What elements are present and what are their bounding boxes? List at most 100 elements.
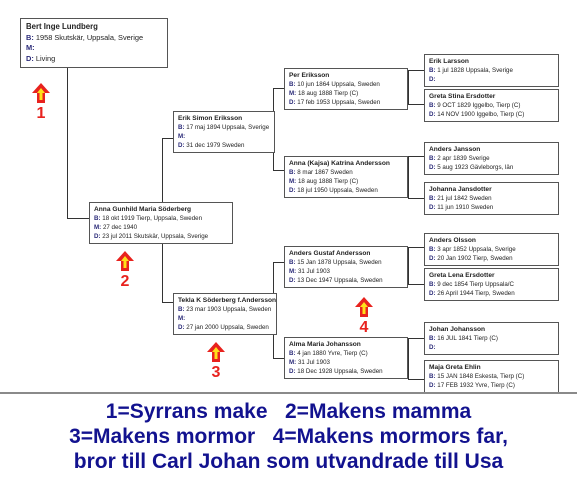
marriage-label: M: <box>178 133 186 140</box>
person-name: Anders Olsson <box>429 237 476 244</box>
birth-label: B: <box>429 195 436 202</box>
birth-value: 4 jan 1880 Yvre, Tierp (C) <box>297 350 368 357</box>
legend-line-3: bror till Carl Johan som utvandrade till… <box>73 450 504 473</box>
person-box-anna-kajsa-katrina-andersson[interactable]: Anna (Kajsa) Katrina Andersson B: 8 mar … <box>284 156 408 198</box>
person-name: Alma Maria Johansson <box>289 341 361 348</box>
death-label: D: <box>429 290 436 297</box>
birth-value: 15 Jan 1878 Uppsala, Sweden <box>297 259 382 266</box>
arrow-up-icon <box>207 342 225 362</box>
marriage-label: M: <box>26 43 35 52</box>
person-box-per-eriksson[interactable]: Per Eriksson B: 10 jun 1864 Uppsala, Swe… <box>284 68 408 110</box>
person-name: Johan Johansson <box>429 326 486 333</box>
connector <box>408 156 409 198</box>
marriage-value: 31 Jul 1903 <box>297 268 330 275</box>
connector <box>408 198 424 199</box>
person-name: Greta Stina Ersdotter <box>429 93 496 100</box>
birth-label: B: <box>429 102 436 109</box>
person-box-greta-lena-ersdotter[interactable]: Greta Lena Ersdotter B: 9 dec 1854 Tierp… <box>424 268 559 301</box>
person-box-johanna-jansdotter[interactable]: Johanna Jansdotter B: 21 jul 1842 Sweden… <box>424 182 559 215</box>
death-label: D: <box>429 255 436 262</box>
birth-label: B: <box>429 155 436 162</box>
death-label: D: <box>429 344 436 351</box>
birth-value: 15 JAN 1848 Eskesta, Tierp (C) <box>437 373 525 380</box>
birth-label: B: <box>429 246 436 253</box>
person-box-maja-greta-ehlin[interactable]: Maja Greta Ehlin B: 15 JAN 1848 Eskesta,… <box>424 360 559 393</box>
birth-label: B: <box>289 81 296 88</box>
connector <box>273 170 284 171</box>
death-label: D: <box>429 76 436 83</box>
death-label: D: <box>26 53 34 63</box>
birth-label: B: <box>289 350 296 357</box>
connector <box>408 379 424 380</box>
marriage-label: M: <box>289 268 297 275</box>
birth-label: B: <box>289 259 296 266</box>
connector <box>408 247 424 248</box>
death-label: D: <box>178 324 185 331</box>
birth-value: 21 jul 1842 Sweden <box>437 195 492 202</box>
connector <box>67 68 68 218</box>
marriage-value: 18 aug 1888 Tierp (C) <box>297 90 359 97</box>
person-name: Bert Inge Lundberg <box>26 22 98 31</box>
connector <box>408 247 409 284</box>
person-name: Erik Simon Eriksson <box>178 115 243 122</box>
death-label: D: <box>429 204 436 211</box>
birth-label: B: <box>178 306 185 313</box>
person-box-tekla-k-soderberg[interactable]: Tekla K Söderberg f.Andersson B: 23 mar … <box>173 293 277 335</box>
birth-value: 1 jul 1828 Uppsala, Sverige <box>437 67 513 74</box>
connector <box>273 262 284 263</box>
death-label: D: <box>94 233 101 240</box>
death-value: 23 jul 2011 Skutskär, Uppsala, Sverige <box>102 233 209 240</box>
death-label: D: <box>289 277 296 284</box>
person-box-erik-simon-eriksson[interactable]: Erik Simon Eriksson B: 17 maj 1894 Uppsa… <box>173 111 275 153</box>
birth-value: 2 apr 1839 Sverige <box>437 155 490 162</box>
birth-value: 1958 Skutskär, Uppsala, Sverige <box>35 32 144 42</box>
birth-label: B: <box>429 335 436 342</box>
person-box-anna-gunhild-maria-soderberg[interactable]: Anna Gunhild Maria Söderberg B: 18 okt 1… <box>89 202 233 244</box>
person-name: Anna Gunhild Maria Söderberg <box>94 206 192 213</box>
person-box-bert-inge-lundberg[interactable]: Bert Inge Lundberg B: 1958 Skutskär, Upp… <box>20 18 168 68</box>
birth-label: B: <box>289 169 296 176</box>
birth-label: B: <box>26 32 34 42</box>
birth-value: 23 mar 1903 Uppsala, Sweden <box>186 306 272 313</box>
birth-label: B: <box>429 281 436 288</box>
birth-label: B: <box>94 215 101 222</box>
birth-value: 16 JUL 1841 Tierp (C) <box>437 335 498 342</box>
death-label: D: <box>289 187 296 194</box>
birth-value: 3 apr 1852 Uppsala, Sverige <box>437 246 516 253</box>
birth-value: 10 jun 1864 Uppsala, Sweden <box>297 81 380 88</box>
marker-2: 2 <box>115 250 135 290</box>
person-box-alma-maria-johansson[interactable]: Alma Maria Johansson B: 4 jan 1880 Yvre,… <box>284 337 408 379</box>
marriage-label: M: <box>178 315 186 322</box>
connector <box>408 338 409 379</box>
person-name: Maja Greta Ehlin <box>429 364 481 371</box>
death-value: 18 jul 1950 Uppsala, Sweden <box>297 187 378 194</box>
legend-line-1: 1=Syrrans make 2=Makens mamma <box>105 400 472 423</box>
death-value: 27 jan 2000 Uppsala, Sweden <box>186 324 269 331</box>
person-name: Anders Gustaf Andersson <box>289 250 371 257</box>
divider <box>0 392 577 394</box>
person-box-anders-gustaf-andersson[interactable]: Anders Gustaf Andersson B: 15 Jan 1878 U… <box>284 246 408 288</box>
death-value: 17 FEB 1932 Yvre, Tierp (C) <box>437 382 515 389</box>
death-value: 26 April 1944 Tierp, Sweden <box>437 290 515 297</box>
death-value: 31 dec 1979 Sweden <box>186 142 245 149</box>
person-box-johan-johansson[interactable]: Johan Johansson B: 16 JUL 1841 Tierp (C)… <box>424 322 559 355</box>
person-name: Erik Larsson <box>429 58 469 65</box>
death-value: 11 jun 1910 Sweden <box>437 204 494 211</box>
birth-label: B: <box>429 373 436 380</box>
arrow-up-icon <box>32 83 50 103</box>
marker-3: 3 <box>206 341 226 381</box>
birth-value: 8 mar 1867 Sweden <box>297 169 353 176</box>
connector <box>273 88 284 89</box>
birth-label: B: <box>429 67 436 74</box>
person-name: Per Eriksson <box>289 72 330 79</box>
marker-number: 2 <box>120 273 130 290</box>
death-label: D: <box>429 111 436 118</box>
person-box-anders-jansson[interactable]: Anders Jansson B: 2 apr 1839 Sverige D: … <box>424 142 559 175</box>
person-box-greta-stina-ersdotter[interactable]: Greta Stina Ersdotter B: 9 OCT 1829 Igge… <box>424 89 559 122</box>
connector <box>408 104 424 105</box>
person-box-anders-olsson[interactable]: Anders Olsson B: 3 apr 1852 Uppsala, Sve… <box>424 233 559 266</box>
death-value: 17 feb 1953 Uppsala, Sweden <box>297 99 381 106</box>
person-box-erik-larsson[interactable]: Erik Larsson B: 1 jul 1828 Uppsala, Sver… <box>424 54 559 87</box>
marriage-label: M: <box>289 90 297 97</box>
marker-1: 1 <box>31 82 51 122</box>
